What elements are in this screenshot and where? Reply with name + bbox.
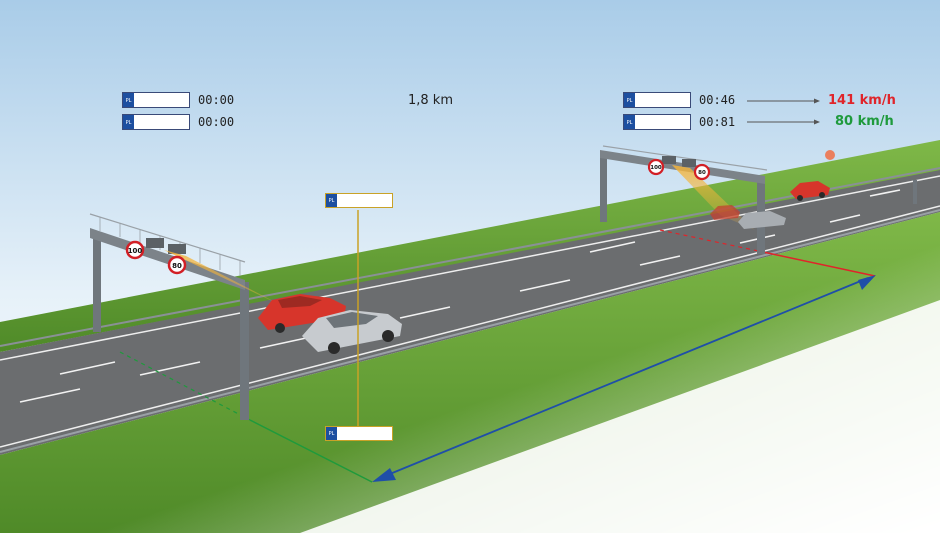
sign-text-right-1: 100 (650, 165, 662, 171)
plate-country: PL (624, 93, 635, 107)
plate-marker-bottom: PL (325, 426, 393, 441)
road-edge-bottom (0, 205, 940, 448)
silver-car-near (302, 310, 402, 354)
red-car-far (790, 181, 830, 201)
plate-country: PL (326, 427, 337, 440)
road (0, 170, 940, 455)
speed-within-limit: 80 km/h (835, 114, 894, 129)
plate-country: PL (624, 115, 635, 129)
red-car-beam (710, 205, 740, 220)
speed-over-limit: 141 km/h (828, 93, 896, 108)
red-reference-line (762, 251, 876, 277)
road-edge-top (0, 175, 940, 361)
red-dashed-line (659, 229, 764, 253)
plate-right-top: PL (623, 92, 691, 108)
plate-right-bottom: PL (623, 114, 691, 130)
time-left-top: 00:00 (198, 93, 235, 107)
warning-light (825, 150, 835, 160)
grey-car-far (738, 211, 786, 229)
plate-marker-top: PL (325, 193, 393, 208)
green-reference-line (249, 419, 373, 483)
time-right-bottom: 00:81 (699, 115, 736, 129)
distance-label: 1,8 km (408, 93, 453, 108)
plate-country: PL (123, 115, 134, 129)
sign-text-right-2: 80 (698, 170, 706, 176)
plate-country: PL (326, 194, 337, 207)
sign-text-left-2: 80 (172, 262, 182, 270)
distance-arrow-head-right (858, 275, 876, 290)
green-dashed-line (119, 351, 251, 421)
time-left-bottom: 00:00 (198, 115, 235, 129)
speed-limit-sign-left-1: 100 (125, 240, 145, 260)
time-right-top: 00:46 (699, 93, 736, 107)
plate-left-top: PL (122, 92, 190, 108)
speed-limit-sign-right-1: 100 (647, 158, 665, 176)
distance-arrow-head-left (372, 468, 396, 482)
plate-left-bottom: PL (122, 114, 190, 130)
sign-text-left-1: 100 (128, 247, 143, 255)
speed-limit-sign-left-2: 80 (167, 255, 187, 275)
roadside-post-right (913, 180, 917, 204)
speed-limit-sign-right-2: 80 (693, 163, 711, 181)
distance-arrow (379, 277, 869, 479)
plate-country: PL (123, 93, 134, 107)
lane-markings (19, 189, 901, 403)
ground-white (300, 300, 940, 533)
guard-rail-near (0, 209, 940, 453)
guard-rail-far (0, 167, 940, 347)
